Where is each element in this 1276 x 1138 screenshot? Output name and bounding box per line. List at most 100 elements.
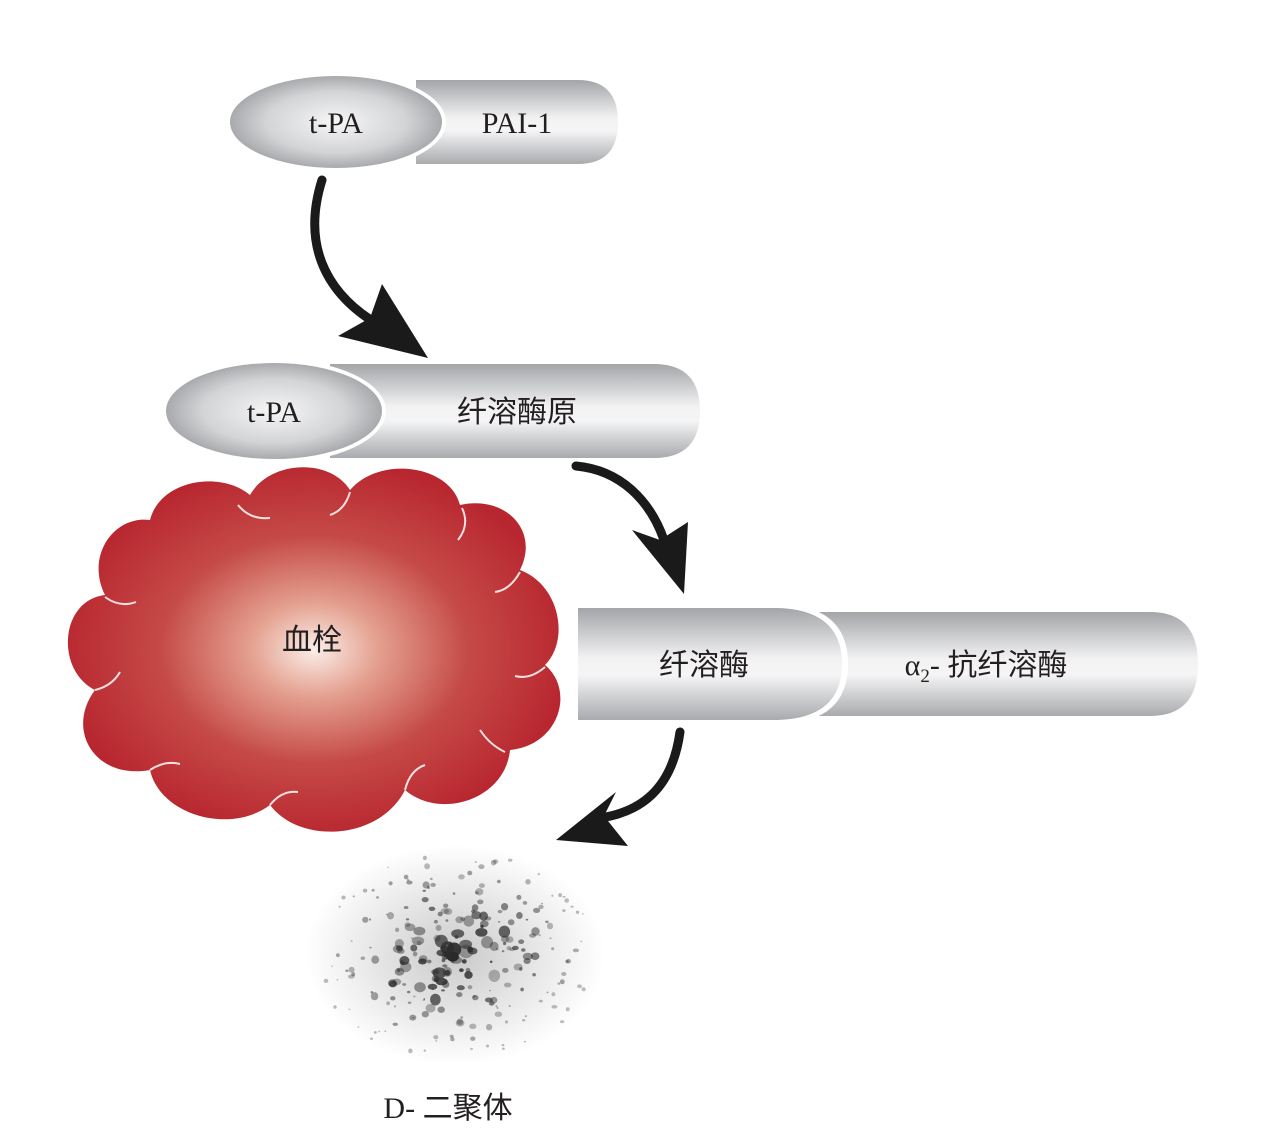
debris-particle xyxy=(333,1005,337,1009)
debris-particle xyxy=(581,987,586,992)
debris-particle xyxy=(429,877,433,881)
alpha-subscript: 2 xyxy=(920,666,930,687)
debris-particle xyxy=(545,920,549,924)
debris-particle xyxy=(522,1019,526,1022)
debris-particle xyxy=(538,904,544,910)
debris-particle xyxy=(580,940,583,943)
debris-particle xyxy=(471,911,482,920)
debris-particle xyxy=(562,909,566,912)
debris-particle xyxy=(474,891,479,895)
debris-particle xyxy=(516,912,523,919)
debris-particle xyxy=(341,895,346,900)
debris-particle xyxy=(441,989,445,992)
debris-particle xyxy=(498,925,511,938)
debris-particle xyxy=(460,917,466,921)
debris-particle xyxy=(506,946,512,951)
debris-particle xyxy=(565,1007,570,1012)
debris-particle xyxy=(371,955,380,964)
debris-particle xyxy=(496,879,501,884)
debris-particle xyxy=(407,990,411,994)
debris-particle xyxy=(395,945,403,951)
debris-particle xyxy=(537,873,540,876)
debris-particle xyxy=(422,881,430,889)
debris-particle xyxy=(357,1026,360,1028)
debris-particle xyxy=(486,1023,493,1031)
debris-particle xyxy=(533,907,541,914)
debris-particle xyxy=(426,959,432,964)
debris-particle xyxy=(408,1048,413,1054)
debris-particle xyxy=(474,861,477,863)
debris-particle xyxy=(350,940,353,942)
arrow-1 xyxy=(310,175,428,358)
debris-particle xyxy=(437,911,443,917)
debris-particle xyxy=(518,939,525,944)
debris-particle xyxy=(497,909,503,914)
debris-particle xyxy=(370,992,379,1001)
debris-particle xyxy=(384,1030,387,1032)
debris-particle xyxy=(477,899,484,905)
debris-particle xyxy=(488,1001,495,1006)
debris-particle xyxy=(478,883,485,888)
debris-particle xyxy=(395,927,400,932)
debris-particle xyxy=(370,991,374,994)
debris-particle xyxy=(437,1006,445,1013)
debris-particle xyxy=(432,967,447,979)
debris-particle xyxy=(362,916,369,923)
debris-particle xyxy=(566,959,571,964)
debris-particle xyxy=(501,950,505,953)
debris-particle xyxy=(405,918,410,921)
debris-particle xyxy=(501,1044,505,1047)
debris-particle xyxy=(390,996,396,1001)
debris-particle xyxy=(538,999,543,1003)
debris-particle xyxy=(551,992,556,997)
debris-particle xyxy=(559,1020,565,1024)
debris-particle xyxy=(529,933,536,938)
debris-particle xyxy=(541,902,543,905)
debris-particle xyxy=(507,919,515,926)
debris-particle xyxy=(388,881,393,886)
d-dimer-label: D- 二聚体 xyxy=(383,1092,512,1125)
debris-particle xyxy=(549,937,552,940)
debris-particle xyxy=(455,1019,465,1027)
debris-particle xyxy=(375,896,380,899)
debris-particle xyxy=(338,905,341,908)
debris-particle xyxy=(546,922,554,930)
debris-particle xyxy=(521,948,526,952)
debris-particle xyxy=(505,1020,508,1024)
debris-particle xyxy=(336,979,339,981)
debris-particle xyxy=(369,946,372,949)
debris-particle xyxy=(352,895,355,898)
debris-particle xyxy=(520,987,524,992)
clot-label: 血栓 xyxy=(282,624,342,657)
debris-particle xyxy=(471,904,479,912)
debris-particle xyxy=(421,897,429,903)
debris-particle xyxy=(456,992,463,998)
tpa-label-1: t-PA xyxy=(309,107,363,140)
debris-particle xyxy=(460,1016,464,1019)
debris-particle xyxy=(416,940,422,946)
debris-particle xyxy=(469,1023,477,1029)
debris-particle xyxy=(519,967,523,971)
debris-particle xyxy=(413,926,426,936)
debris-particle xyxy=(411,936,425,946)
debris-particle xyxy=(581,913,584,915)
debris-particle xyxy=(490,859,497,866)
debris-particle xyxy=(449,1034,454,1038)
debris-particle xyxy=(402,983,407,986)
debris-particle xyxy=(512,945,519,951)
debris-particle xyxy=(467,947,478,955)
debris-particle xyxy=(522,901,528,905)
debris-particle xyxy=(414,982,426,993)
debris-particle xyxy=(452,892,456,895)
debris-particle xyxy=(450,959,455,963)
debris-particle xyxy=(394,1005,396,1008)
debris-particle xyxy=(516,894,522,900)
debris-particle xyxy=(418,958,427,965)
debris-particle xyxy=(348,974,355,979)
debris-particle xyxy=(532,973,536,977)
debris-particle xyxy=(443,908,453,915)
debris-particle xyxy=(371,888,375,892)
debris-particle xyxy=(443,903,449,909)
debris-particle xyxy=(430,882,436,887)
